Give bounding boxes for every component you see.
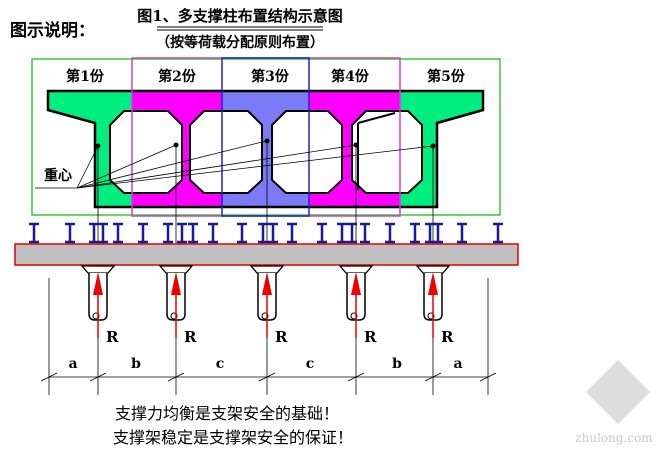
i-beam-icon (113, 222, 123, 244)
watermark-logo (586, 360, 650, 424)
support-column: R (158, 265, 197, 346)
reaction-label: R (275, 328, 288, 346)
cell-1 (109, 110, 183, 194)
centroid-dot (430, 143, 436, 149)
dimension-tick (258, 372, 276, 382)
cell-4-inner-line (357, 112, 396, 124)
dimension-label: b (392, 356, 402, 372)
section-label-3: 第3份 (251, 68, 290, 85)
centroid-dot (264, 138, 270, 144)
dimension-tick (40, 372, 58, 382)
i-beam-icon (457, 222, 467, 244)
i-beam-icon (138, 222, 148, 244)
arrow-head-icon (93, 272, 103, 295)
centroid-label: 重心 (44, 167, 72, 184)
cell-2 (189, 110, 263, 194)
i-beam-icon (177, 222, 187, 244)
cell-3 (271, 110, 343, 194)
section-label-4: 第4份 (331, 68, 370, 85)
i-beam-icon (65, 222, 75, 244)
support-column: R (338, 265, 377, 346)
centroid-dot (173, 142, 179, 148)
i-beam-icon (188, 222, 198, 244)
legend-label: 图示说明： (10, 20, 95, 41)
dimension-label: a (453, 356, 462, 372)
dimension-label: a (68, 356, 77, 372)
arrow-head-icon (351, 272, 361, 295)
watermark: zhulong.com (575, 431, 653, 445)
i-beam-icon (89, 222, 99, 244)
extension-lines (48, 278, 489, 395)
i-beam-icon (410, 222, 420, 244)
i-beam-icon (360, 222, 370, 244)
i-beam-icon (425, 222, 435, 244)
diagram-title: 图1、多支撑柱布置结构示意图 (137, 7, 342, 25)
i-beam-icon (493, 222, 503, 244)
beam-outline (46, 89, 485, 209)
i-beam-icon (287, 222, 297, 244)
diagram-subtitle: （按等荷载分配原则布置） (156, 34, 324, 51)
dimension-tick (424, 372, 442, 382)
arrow-head-icon (262, 272, 272, 295)
section-label-1: 第1份 (66, 68, 105, 85)
i-beam-icon (258, 222, 268, 244)
centroid-leaders (35, 140, 434, 189)
i-beam-icon (317, 222, 327, 244)
reaction-label: R (106, 328, 119, 346)
reaction-label: R (364, 328, 377, 346)
i-beam-icon (385, 222, 395, 244)
i-beam-icon (433, 222, 443, 244)
i-beam-icon (29, 222, 39, 244)
dimension-label: b (131, 356, 141, 372)
dimension-label: c (306, 356, 315, 372)
arrow-head-icon (171, 272, 181, 295)
support-column: R (249, 265, 288, 346)
footer-line-1: 支撑力均衡是支架安全的基础！ (115, 404, 339, 423)
i-beam-icon (347, 222, 357, 244)
section-frame-outer (31, 58, 501, 216)
footer-line-2: 支撑架稳定是支撑架安全的保证！ (113, 428, 353, 447)
i-beams (29, 222, 503, 244)
distribution-beam (14, 243, 519, 266)
support-column: R (80, 265, 119, 346)
i-beam-icon (98, 222, 108, 244)
section-frame-center (221, 57, 310, 217)
dimension-tick (347, 372, 365, 382)
i-beam-icon (268, 222, 278, 244)
dimension-tick (479, 372, 497, 382)
centroid-dot (353, 142, 359, 148)
section-label-5: 第5份 (427, 68, 466, 85)
reaction-label: R (441, 328, 454, 346)
section-label-2: 第2份 (158, 68, 197, 85)
dimension-tick (167, 372, 185, 382)
i-beam-icon (163, 222, 173, 244)
support-column: R (415, 265, 454, 346)
i-beam-icon (337, 222, 347, 244)
i-beam-icon (208, 222, 218, 244)
dimension-label: c (216, 356, 225, 372)
dimension-tick (89, 372, 107, 382)
cell-4 (351, 110, 423, 194)
reaction-label: R (184, 328, 197, 346)
arrow-head-icon (428, 272, 438, 295)
centroid-dot (95, 143, 101, 149)
i-beam-icon (237, 222, 247, 244)
